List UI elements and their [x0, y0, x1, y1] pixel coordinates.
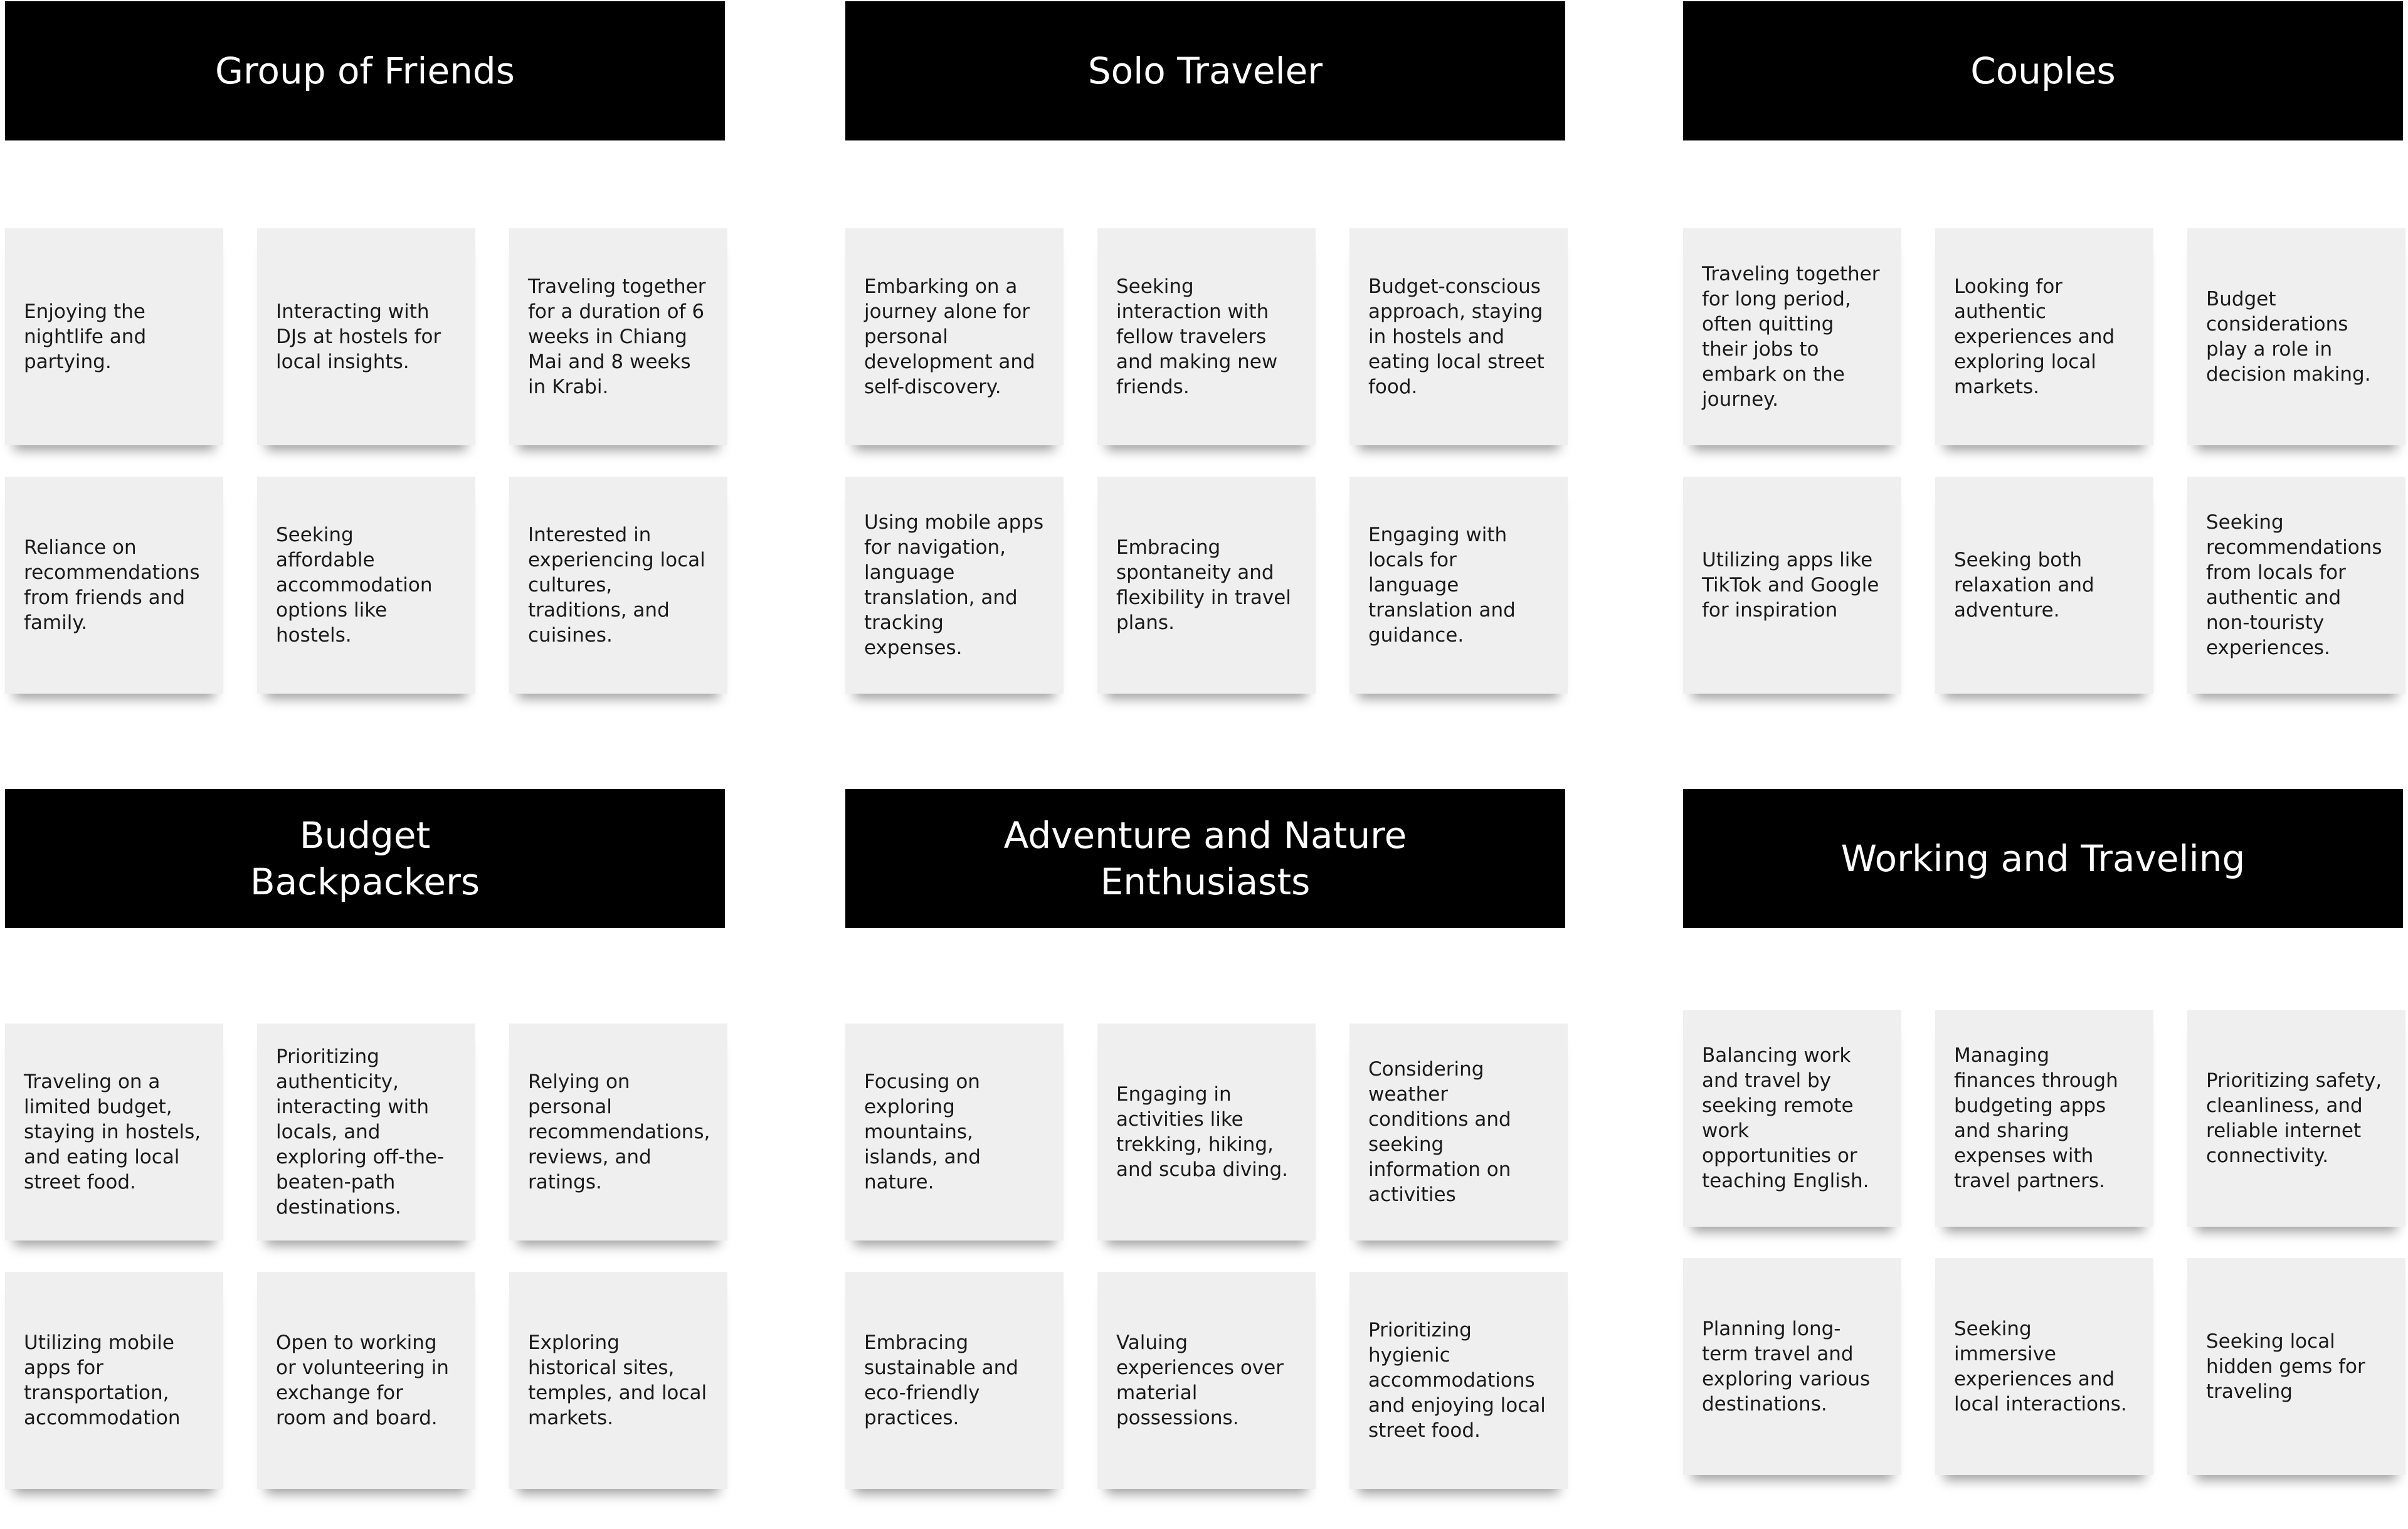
note-text: Enjoying the nightlife and partying.	[24, 300, 147, 373]
persona-title: Working and Traveling	[1683, 789, 2403, 928]
persona-group-budget-backpackers: Budget Backpackers Traveling on a limite…	[5, 789, 732, 1529]
sticky-note[interactable]: Embracing sustainable and eco-friendly p…	[845, 1272, 1064, 1489]
note-text: Budget considerations play a role in dec…	[2206, 288, 2371, 386]
sticky-note[interactable]: Prioritizing safety, cleanliness, and re…	[2187, 1010, 2405, 1227]
sticky-note[interactable]: Seeking interaction with fellow traveler…	[1097, 228, 1316, 445]
sticky-note[interactable]: Engaging in activities like trekking, hi…	[1097, 1024, 1316, 1241]
note-text: Prioritizing hygienic accommodations and…	[1368, 1319, 1546, 1442]
sticky-note[interactable]: Looking for authentic experiences and ex…	[1935, 228, 2153, 445]
note-text: Embracing sustainable and eco-friendly p…	[864, 1331, 1018, 1429]
note-text: Engaging with locals for language transl…	[1368, 524, 1516, 647]
sticky-note[interactable]: Embarking on a journey alone for persona…	[845, 228, 1064, 445]
persona-title: Group of Friends	[5, 1, 725, 140]
note-text: Interested in experiencing local culture…	[528, 524, 705, 647]
sticky-note[interactable]: Reliance on recommendations from friends…	[5, 477, 223, 694]
note-text: Traveling together for a duration of 6 w…	[528, 275, 706, 398]
sticky-note[interactable]: Utilizing apps like TikTok and Google fo…	[1683, 477, 1901, 694]
note-text: Traveling together for long period, ofte…	[1702, 263, 1880, 411]
sticky-note[interactable]: Planning long-term travel and exploring …	[1683, 1258, 1901, 1475]
note-text: Seeking immersive experiences and local …	[1954, 1318, 2127, 1415]
sticky-note[interactable]: Seeking affordable accommodation options…	[257, 477, 475, 694]
persona-group-adventure-nature: Adventure and Nature Enthusiasts Focusin…	[845, 789, 1573, 1529]
sticky-note[interactable]: Balancing work and travel by seeking rem…	[1683, 1010, 1901, 1227]
note-text: Looking for authentic experiences and ex…	[1954, 275, 2115, 398]
note-text: Relying on personal recommendations, rev…	[528, 1071, 710, 1193]
note-grid: Balancing work and travel by seeking rem…	[1683, 1010, 2408, 1475]
sticky-note[interactable]: Considering weather conditions and seeki…	[1349, 1024, 1568, 1241]
sticky-note[interactable]: Managing finances through budgeting apps…	[1935, 1010, 2153, 1227]
sticky-note[interactable]: Open to working or volunteering in excha…	[257, 1272, 475, 1489]
persona-title: Solo Traveler	[845, 1, 1565, 140]
note-text: Seeking affordable accommodation options…	[276, 524, 433, 647]
sticky-note[interactable]: Focusing on exploring mountains, islands…	[845, 1024, 1064, 1241]
sticky-note[interactable]: Relying on personal recommendations, rev…	[509, 1024, 727, 1241]
sticky-note[interactable]: Budget-conscious approach, staying in ho…	[1349, 228, 1568, 445]
note-grid: Enjoying the nightlife and partying. Int…	[5, 228, 732, 694]
note-text: Seeking local hidden gems for traveling	[2206, 1330, 2365, 1403]
sticky-note[interactable]: Seeking recommendations from locals for …	[2187, 477, 2405, 694]
sticky-note[interactable]: Prioritizing hygienic accommodations and…	[1349, 1272, 1568, 1489]
note-text: Budget-conscious approach, staying in ho…	[1368, 275, 1545, 398]
persona-group-solo-traveler: Solo Traveler Embarking on a journey alo…	[845, 1, 1573, 741]
sticky-note[interactable]: Traveling together for long period, ofte…	[1683, 228, 1901, 445]
sticky-note[interactable]: Engaging with locals for language transl…	[1349, 477, 1568, 694]
note-text: Valuing experiences over material posses…	[1116, 1331, 1284, 1429]
note-text: Utilizing mobile apps for transportation…	[24, 1331, 181, 1429]
note-text: Embracing spontaneity and flexibility in…	[1116, 536, 1291, 634]
sticky-note[interactable]: Valuing experiences over material posses…	[1097, 1272, 1316, 1489]
note-text: Interacting with DJs at hostels for loca…	[276, 300, 441, 373]
note-text: Using mobile apps for navigation, langua…	[864, 511, 1044, 659]
note-grid: Focusing on exploring mountains, islands…	[845, 1024, 1573, 1489]
sticky-note[interactable]: Interacting with DJs at hostels for loca…	[257, 228, 475, 445]
note-text: Traveling on a limited budget, staying i…	[24, 1071, 201, 1193]
sticky-note[interactable]: Seeking both relaxation and adventure.	[1935, 477, 2153, 694]
note-text: Prioritizing authenticity, interacting w…	[276, 1045, 445, 1219]
sticky-note[interactable]: Budget considerations play a role in dec…	[2187, 228, 2405, 445]
note-text: Open to working or volunteering in excha…	[276, 1331, 449, 1429]
note-text: Embarking on a journey alone for persona…	[864, 275, 1035, 398]
sticky-note[interactable]: Exploring historical sites, temples, and…	[509, 1272, 727, 1489]
note-text: Planning long-term travel and exploring …	[1702, 1318, 1871, 1415]
sticky-note[interactable]: Using mobile apps for navigation, langua…	[845, 477, 1064, 694]
note-text: Exploring historical sites, temples, and…	[528, 1331, 707, 1429]
note-text: Seeking both relaxation and adventure.	[1954, 549, 2094, 622]
note-text: Focusing on exploring mountains, islands…	[864, 1071, 981, 1193]
persona-group-couples: Couples Traveling together for long peri…	[1683, 1, 2408, 741]
persona-title: Couples	[1683, 1, 2403, 140]
note-text: Considering weather conditions and seeki…	[1368, 1058, 1511, 1206]
sticky-note[interactable]: Utilizing mobile apps for transportation…	[5, 1272, 223, 1489]
persona-group-friends: Group of Friends Enjoying the nightlife …	[5, 1, 732, 741]
persona-group-working-traveling: Working and Traveling Balancing work and…	[1683, 789, 2408, 1529]
persona-title: Budget Backpackers	[5, 789, 725, 928]
sticky-note[interactable]: Traveling together for a duration of 6 w…	[509, 228, 727, 445]
note-text: Balancing work and travel by seeking rem…	[1702, 1044, 1869, 1192]
note-text: Managing finances through budgeting apps…	[1954, 1044, 2118, 1192]
note-text: Reliance on recommendations from friends…	[24, 536, 200, 634]
note-grid: Traveling on a limited budget, staying i…	[5, 1024, 732, 1489]
sticky-note[interactable]: Embracing spontaneity and flexibility in…	[1097, 477, 1316, 694]
persona-title: Adventure and Nature Enthusiasts	[845, 789, 1565, 928]
note-text: Seeking interaction with fellow traveler…	[1116, 275, 1278, 398]
note-text: Utilizing apps like TikTok and Google fo…	[1702, 549, 1879, 622]
sticky-note[interactable]: Seeking immersive experiences and local …	[1935, 1258, 2153, 1475]
note-text: Engaging in activities like trekking, hi…	[1116, 1083, 1288, 1181]
note-grid: Traveling together for long period, ofte…	[1683, 228, 2408, 694]
sticky-note[interactable]: Prioritizing authenticity, interacting w…	[257, 1024, 475, 1241]
note-grid: Embarking on a journey alone for persona…	[845, 228, 1573, 694]
sticky-note[interactable]: Traveling on a limited budget, staying i…	[5, 1024, 223, 1241]
note-text: Prioritizing safety, cleanliness, and re…	[2206, 1069, 2382, 1167]
sticky-note[interactable]: Interested in experiencing local culture…	[509, 477, 727, 694]
sticky-note[interactable]: Enjoying the nightlife and partying.	[5, 228, 223, 445]
sticky-note[interactable]: Seeking local hidden gems for traveling	[2187, 1258, 2405, 1475]
note-text: Seeking recommendations from locals for …	[2206, 511, 2382, 659]
